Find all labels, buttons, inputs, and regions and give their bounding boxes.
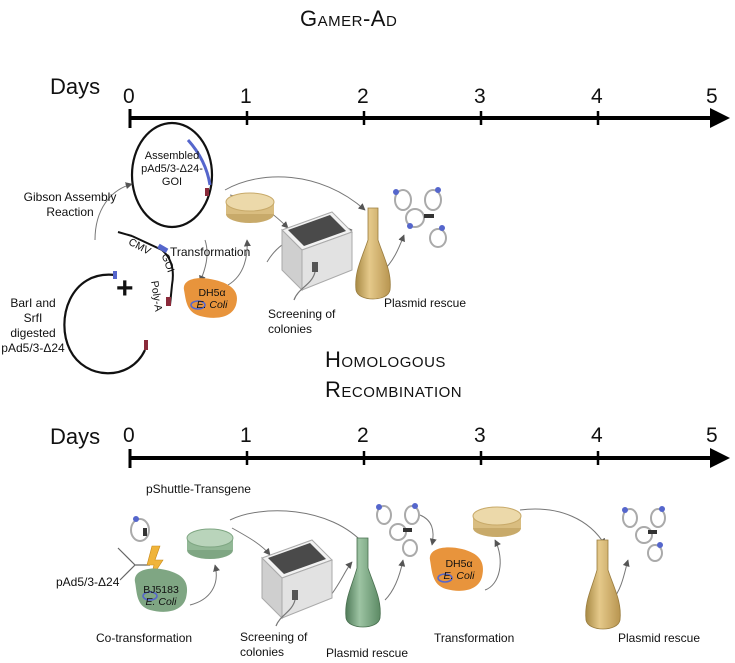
gibson-arrow	[94, 182, 133, 241]
digested-backbone-icon	[63, 271, 148, 375]
transformation-label: Transformation	[170, 245, 251, 259]
backbone-label: pAd5/3-Δ24	[56, 575, 120, 589]
bacterium-icon	[134, 568, 188, 612]
plasmid-cluster-icon	[393, 187, 447, 248]
incubator-icon	[261, 539, 333, 627]
arrow-plate-to-flask	[229, 510, 366, 546]
tick-label-3-b: 3	[474, 424, 486, 447]
plasmid-cluster-icon	[376, 503, 420, 557]
tick-label-0-b: 0	[123, 424, 135, 447]
incubator-icon	[281, 211, 353, 301]
plasmid-cluster-icon	[622, 506, 666, 562]
top-timeline-axis	[128, 108, 730, 128]
gibson-assembly-label: Gibson Assembly Reaction	[23, 190, 117, 219]
tick-label-1: 1	[240, 85, 252, 108]
co-transformation-label: Co-transformation	[96, 631, 193, 645]
days-label-top: Days	[50, 74, 101, 99]
bacterium-icon	[429, 547, 484, 591]
screening-label: Screening of colonies	[268, 307, 336, 336]
petri-dish-icon	[186, 528, 234, 559]
arrow-plasmid-to-plate	[224, 176, 366, 211]
bj-strain-name: BJ5183	[143, 584, 179, 596]
tick-label-4-b: 4	[591, 424, 603, 447]
arrow-ecoli-to-plate-green	[189, 564, 220, 606]
flask-icon	[585, 539, 621, 630]
tick-label-0: 0	[123, 85, 135, 108]
dh-strain-species: E. Coli	[443, 570, 475, 582]
days-label-bottom: Days	[50, 424, 101, 449]
arrow-to-incubator-b	[231, 527, 271, 556]
tick-label-2-b: 2	[357, 424, 369, 447]
dh-strain-name: DH5α	[445, 558, 473, 570]
tick-label-5-b: 5	[706, 424, 718, 447]
arrow-flask-to-plasmids-b	[384, 559, 406, 601]
shuttle-plasmid-icon	[130, 516, 150, 542]
tick-label-4: 4	[591, 85, 603, 108]
assembled-plasmid-label: Assembled pAd5/3-Δ24-GOI	[141, 150, 203, 188]
tick-label-1-b: 1	[240, 424, 252, 447]
plasmid-ring-icon	[130, 121, 214, 229]
plus-sign: +	[116, 272, 134, 305]
arrow-ecoli-to-plate-yellow	[484, 539, 501, 591]
plasmid-rescue-label-b2: Plasmid rescue	[618, 631, 701, 645]
bacterium-icon	[183, 278, 238, 318]
digested-backbone-label: BarI and SrfI digested pAd5/3-Δ24	[1, 296, 65, 355]
strain-name: DH5α	[198, 287, 226, 299]
arrow-ecoli-to-plate	[227, 239, 251, 286]
section-title-gamer-ad: Gamer-Ad	[300, 6, 398, 31]
plasmid-rescue-label: Plasmid rescue	[384, 296, 467, 310]
bottom-timeline-axis	[128, 448, 730, 468]
arrow-plate-to-flask-b	[519, 508, 606, 546]
transformation-label-b: Transformation	[434, 631, 515, 645]
flask-icon	[345, 537, 381, 628]
plasmid-rescue-label-b1: Plasmid rescue	[326, 646, 409, 660]
petri-dish-icon	[225, 192, 275, 223]
flask-icon	[355, 207, 391, 300]
shuttle-label: pShuttle-Transgene	[146, 482, 251, 496]
tick-label-5: 5	[706, 85, 718, 108]
tick-label-2: 2	[357, 85, 369, 108]
bj-strain-species: E. Coli	[145, 596, 177, 608]
arrow-plasmids-to-ecoli	[419, 514, 437, 546]
section-title-homologous-recombination: Homologous Recombination	[325, 347, 463, 402]
strain-species: E. Coli	[196, 299, 228, 311]
screening-label-b: Screening of colonies	[240, 630, 308, 659]
gene-fragment-icon	[117, 231, 174, 306]
tick-label-3: 3	[474, 85, 486, 108]
petri-dish-icon	[472, 506, 522, 537]
